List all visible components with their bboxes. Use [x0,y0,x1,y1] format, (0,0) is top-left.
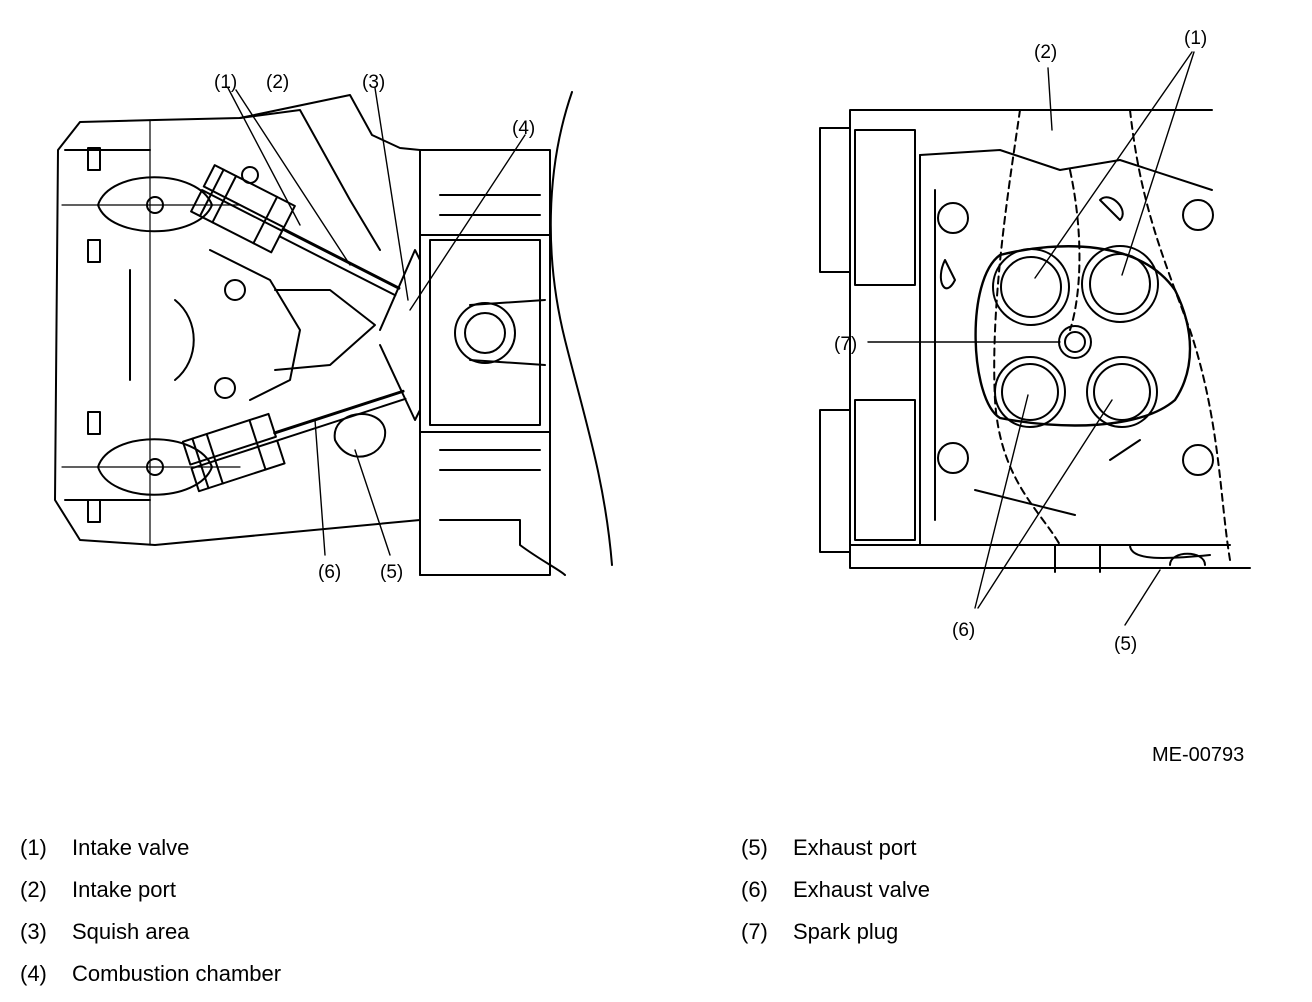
legend-number: (6) [741,877,768,902]
legend-number: (3) [20,919,47,944]
callout-left-4: (4) [512,118,535,139]
callout-left-6: (6) [318,562,341,583]
callout-left-2: (2) [266,72,289,93]
legend-text: Spark plug [793,919,899,944]
legend-left: (1) Intake valve (2) Intake port (3) Squish… [20,832,281,1000]
callout-right-2: (2) [1034,42,1057,63]
side-section-drawing [54,87,613,576]
callout-right-5: (5) [1114,634,1137,655]
chamber-bottom-view-drawing [819,51,1251,626]
legend-text: Intake valve [72,835,190,860]
legend-number: (4) [20,961,47,986]
legend-item: (3) Squish area [20,916,281,958]
callout-left-3: (3) [362,72,385,93]
figure-code: ME-00793 [1152,744,1245,766]
legend-number: (7) [741,919,768,944]
callout-right-7: (7) [834,334,857,355]
legend-number: (1) [20,835,47,860]
callout-right-1: (1) [1184,28,1207,49]
engine-cross-section-figure: (1) (2) (3) (4) (5) (6) (1) (2) (5) (6) … [54,28,1251,655]
callout-left-5: (5) [380,562,403,583]
callout-right-6: (6) [952,620,975,641]
legend-text: Combustion chamber [72,961,282,986]
legend-text: Exhaust valve [793,877,930,902]
legend-text: Intake port [72,877,176,902]
legend-number: (2) [20,877,47,902]
legend-text: Exhaust port [793,835,917,860]
legend-item: (7) Spark plug [741,916,930,958]
legend-item: (4) Combustion chamber [20,958,281,1000]
legend-item: (6) Exhaust valve [741,874,930,916]
callout-left-1: (1) [214,72,237,93]
legend-text: Squish area [72,919,190,944]
legend-number: (5) [741,835,768,860]
legend-right: (5) Exhaust port (6) Exhaust valve (7) Spar… [741,832,930,958]
legend-item: (2) Intake port [20,874,281,916]
legend-item: (5) Exhaust port [741,832,930,874]
legend-item: (1) Intake valve [20,832,281,874]
